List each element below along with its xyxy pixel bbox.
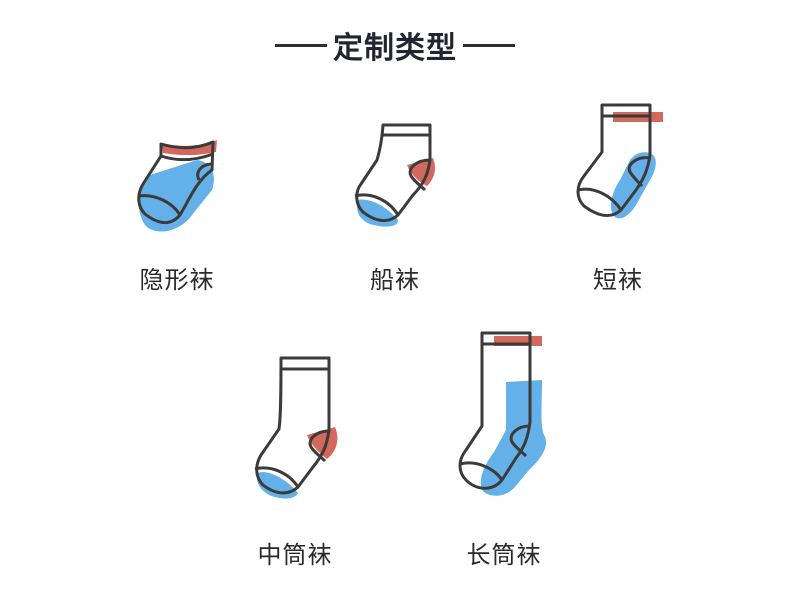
sock-type-label: 中筒袜 bbox=[257, 541, 333, 569]
mid-calf-sock-icon bbox=[254, 356, 338, 499]
knee-high-sock-icon bbox=[458, 331, 547, 496]
sock-type-boat[interactable]: 船袜 bbox=[295, 120, 495, 295]
sock-type-label: 长筒袜 bbox=[466, 541, 542, 569]
sock-type-label: 短袜 bbox=[593, 266, 643, 294]
boat-sock-icon bbox=[354, 123, 435, 227]
sock-type-knee-high[interactable]: 长筒袜 bbox=[404, 330, 604, 570]
page-title: 定制类型 bbox=[333, 31, 457, 66]
sock-type-mid-calf[interactable]: 中筒袜 bbox=[195, 355, 395, 570]
page-title-row: 定制类型 bbox=[0, 22, 790, 68]
sock-type-label: 船袜 bbox=[370, 266, 420, 294]
short-sock-icon bbox=[576, 103, 663, 219]
title-right-line bbox=[463, 43, 515, 47]
sock-type-label: 隐形袜 bbox=[139, 266, 215, 294]
sock-type-invisible[interactable]: 隐形袜 bbox=[77, 120, 277, 295]
sock-type-short[interactable]: 短袜 bbox=[518, 100, 718, 295]
invisible-sock-icon bbox=[137, 140, 217, 232]
title-left-line bbox=[275, 43, 327, 47]
